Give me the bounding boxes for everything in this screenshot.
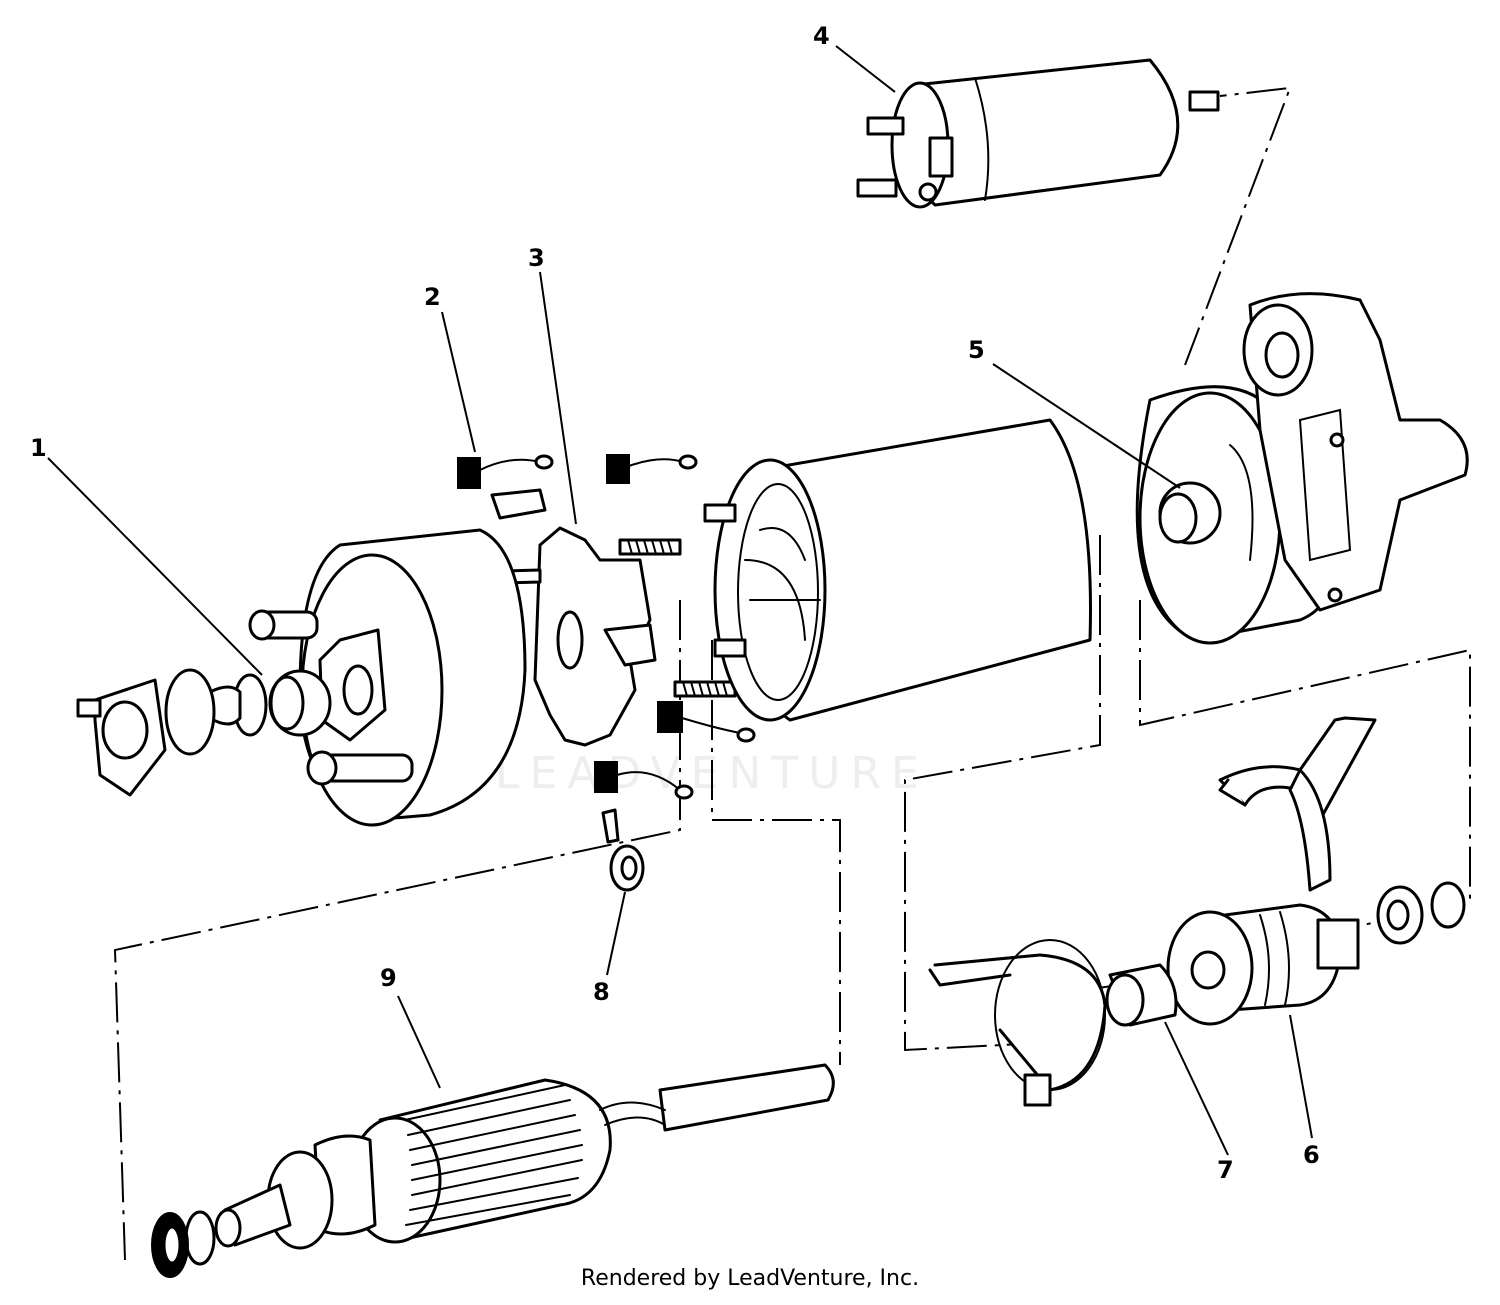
- callout-9: 9: [380, 964, 397, 992]
- callout-8: 8: [593, 978, 610, 1006]
- callout-5: 5: [968, 336, 985, 364]
- part-3-brush-plate[interactable]: [463, 526, 737, 747]
- callout-leaders: [47, 45, 1313, 1156]
- retainer-rings[interactable]: [1376, 881, 1466, 945]
- callout-6: 6: [1303, 1141, 1320, 1169]
- credit-line: Rendered by LeadVenture, Inc.: [580, 1266, 920, 1291]
- callout-1: 1: [30, 434, 47, 462]
- part-4-solenoid[interactable]: [856, 58, 1220, 209]
- spring-upper: [618, 538, 682, 556]
- field-frame-housing[interactable]: [703, 418, 1092, 722]
- callout-7: 7: [1217, 1156, 1234, 1184]
- part-5-drive-end-housing[interactable]: [1135, 292, 1469, 645]
- watermark: LEADVENTURE: [495, 748, 929, 799]
- part-9-armature[interactable]: [151, 1063, 835, 1278]
- part-8-bracket[interactable]: [601, 808, 645, 892]
- part-1-commutator-end[interactable]: [76, 528, 527, 827]
- callout-4: 4: [813, 22, 830, 50]
- spring-lower: [673, 680, 737, 698]
- shift-lever[interactable]: [928, 939, 1107, 1107]
- callout-labels: 1 2 3 4 5 6 7 8 9: [30, 22, 1320, 1184]
- part-6-drive-assembly[interactable]: [1166, 716, 1377, 1026]
- callout-3: 3: [528, 244, 545, 272]
- part-2-brushes[interactable]: [457, 454, 756, 800]
- callout-2: 2: [424, 283, 441, 311]
- part-7-bushing[interactable]: [1105, 963, 1178, 1027]
- assembly-lines: [113, 86, 1471, 1261]
